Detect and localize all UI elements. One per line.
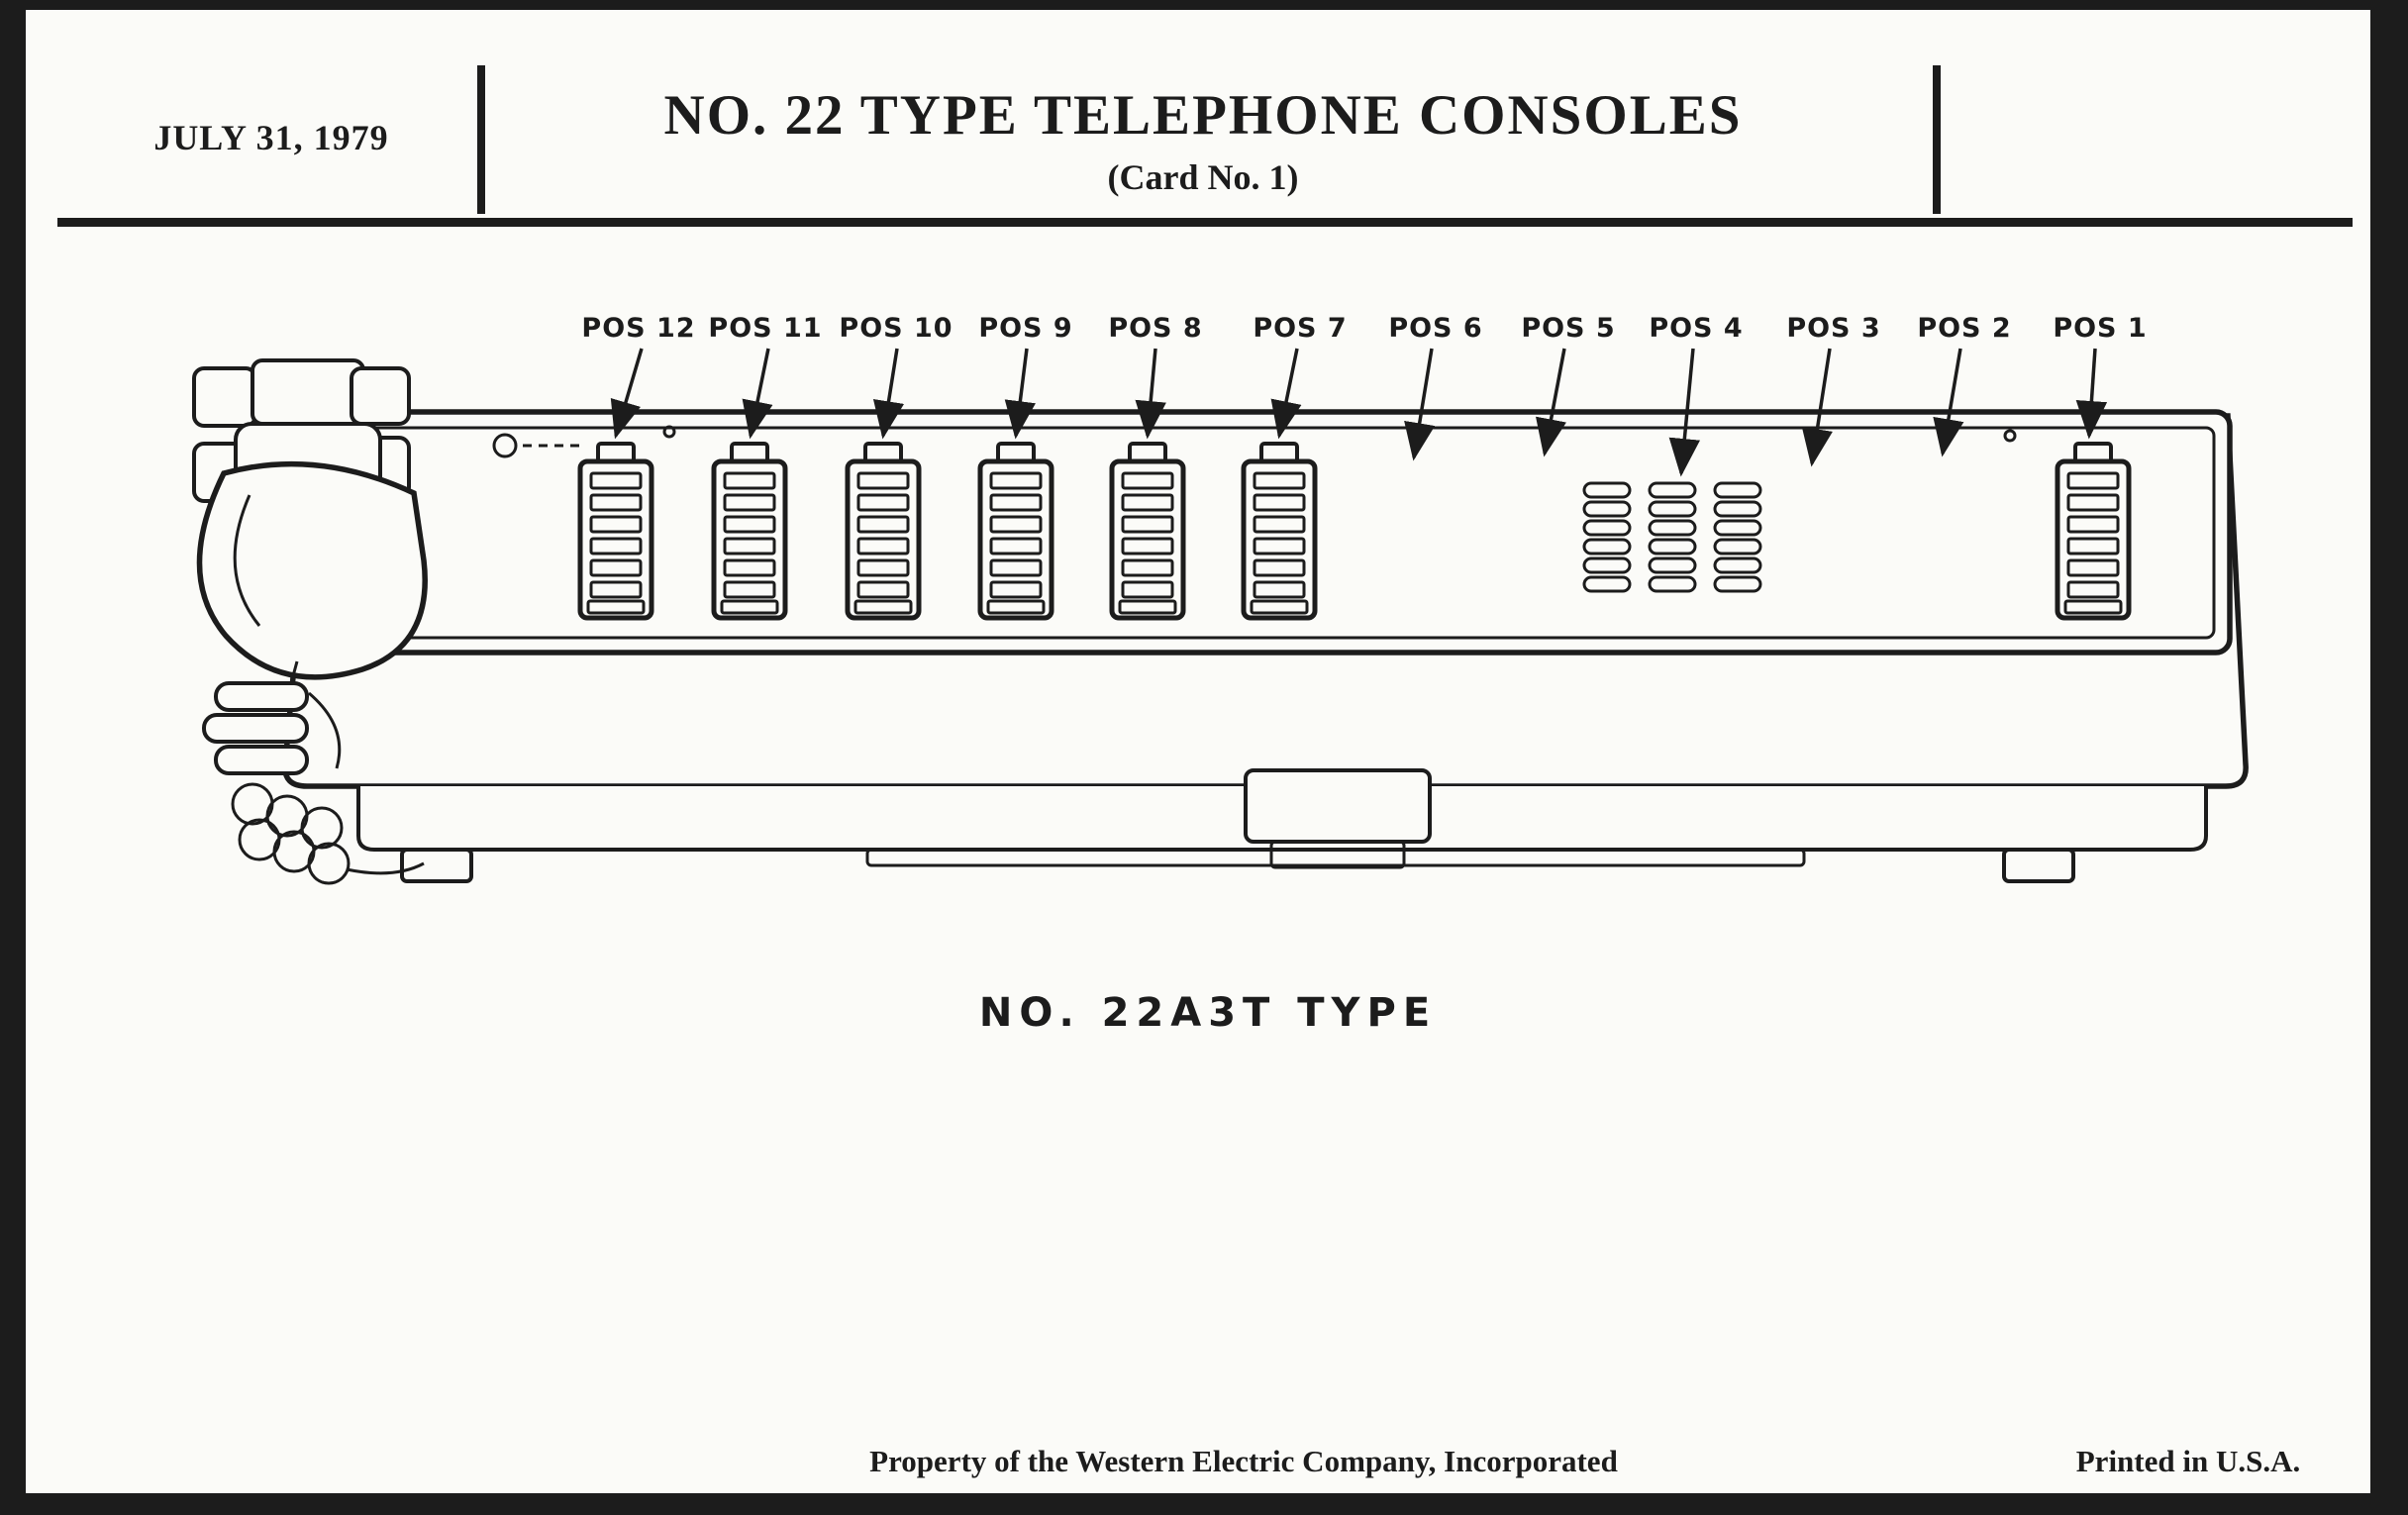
- header-divider-right: [1933, 65, 1941, 214]
- finger-1: [214, 681, 309, 712]
- header-date: JULY 31, 1979: [153, 118, 389, 157]
- pos-label-4: POS 4: [1649, 313, 1743, 344]
- scan-border-right: [2370, 0, 2408, 1515]
- pos-arrow-1: [2075, 348, 2108, 440]
- panel-screw-left: [662, 425, 676, 439]
- keystrip-pos10[interactable]: [848, 444, 919, 618]
- pos-arrow-3: [1801, 348, 1833, 467]
- console-handle: [1244, 768, 1432, 844]
- pos-label-12: POS 12: [581, 313, 695, 344]
- pos-arrow-4: [1668, 348, 1700, 477]
- keystrip-pos9[interactable]: [980, 444, 1052, 618]
- pos-arrow-11: [742, 348, 773, 440]
- keystrip-pos12[interactable]: [580, 444, 652, 618]
- panel-pilot-lamp: [492, 433, 518, 458]
- pos-label-9: POS 9: [978, 313, 1072, 344]
- pos-arrow-6: [1404, 348, 1436, 461]
- scan-border-top: [0, 0, 2408, 10]
- pos-arrow-10: [872, 348, 905, 440]
- keystrip-pos11[interactable]: [714, 444, 785, 618]
- pos-label-1: POS 1: [2053, 313, 2147, 344]
- keystrip-pos8[interactable]: [1112, 444, 1183, 618]
- pos-label-2: POS 2: [1917, 313, 2011, 344]
- header-rule: [57, 218, 2353, 227]
- scan-border-left: [0, 0, 26, 1515]
- footer-printed-note: Printed in U.S.A.: [2075, 1444, 2301, 1478]
- keystrip-pos1[interactable]: [2057, 444, 2129, 618]
- pos-label-11: POS 11: [708, 313, 822, 344]
- handset-cup: [196, 460, 428, 680]
- header-divider-left: [477, 65, 485, 214]
- pos-label-5: POS 5: [1521, 313, 1615, 344]
- pos-arrow-5: [1536, 348, 1566, 457]
- keystrip-pos7[interactable]: [1244, 444, 1315, 618]
- console-drawer-strip: [865, 848, 1806, 867]
- pos-arrows: [610, 348, 2108, 477]
- pos-label-7: POS 7: [1253, 313, 1347, 344]
- scan-border-bottom: [0, 1493, 2408, 1515]
- pos-label-10: POS 10: [839, 313, 953, 344]
- pos-labels: POS 12 POS 11 POS 10 POS 9 POS 8 POS 7 P…: [581, 313, 2147, 344]
- footer-property-notice: Property of the Western Electric Company…: [869, 1444, 1618, 1478]
- console-handle-inner: [1269, 840, 1406, 869]
- card-subtitle: (Card No. 1): [1107, 157, 1299, 197]
- handset-illustration: [192, 358, 428, 885]
- pos-arrow-12: [610, 348, 644, 440]
- page-title: NO. 22 TYPE TELEPHONE CONSOLES: [663, 84, 1743, 147]
- panel-screw-right: [2003, 429, 2017, 443]
- coiled-cord: [231, 782, 425, 885]
- pos-arrow-9: [1004, 348, 1036, 440]
- console-foot-left: [400, 848, 473, 883]
- diagram-caption: NO. 22A3T TYPE: [978, 990, 1438, 1036]
- console-foot-right: [2002, 848, 2075, 883]
- finger-2: [202, 713, 309, 744]
- pos-label-6: POS 6: [1388, 313, 1482, 344]
- pos-arrow-2: [1933, 348, 1964, 457]
- pos-arrow-7: [1270, 348, 1302, 440]
- finger-3: [214, 745, 309, 775]
- pos-label-8: POS 8: [1108, 313, 1202, 344]
- pos-label-3: POS 3: [1786, 313, 1880, 344]
- pos-arrow-8: [1135, 348, 1166, 440]
